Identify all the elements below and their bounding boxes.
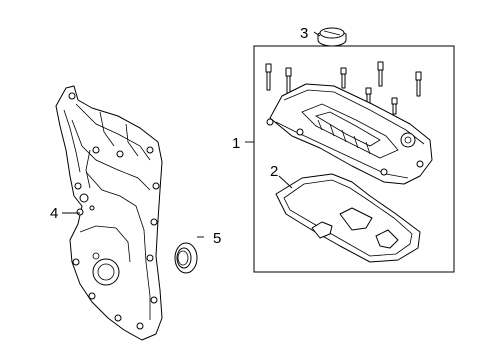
bolt-3 bbox=[340, 67, 347, 89]
valve-cover-gasket bbox=[275, 173, 421, 263]
callout-3: 3 bbox=[300, 25, 308, 42]
timing-cover bbox=[55, 85, 163, 341]
front-crankshaft-seal bbox=[174, 242, 198, 274]
oil-filler-cap bbox=[317, 27, 347, 47]
valve-cover-bolts bbox=[265, 61, 422, 115]
callout-5: 5 bbox=[213, 230, 221, 247]
bolt-1 bbox=[265, 63, 272, 91]
leader-2 bbox=[278, 175, 293, 189]
callout-2: 2 bbox=[270, 163, 278, 180]
bolt-2 bbox=[285, 67, 292, 95]
valve-cover-group-box bbox=[253, 45, 455, 273]
bolt-4 bbox=[377, 61, 384, 87]
bolt-7 bbox=[415, 71, 422, 97]
leader-3 bbox=[313, 31, 321, 37]
bolt-6 bbox=[391, 97, 398, 115]
callout-4: 4 bbox=[50, 205, 58, 222]
callout-1: 1 bbox=[232, 135, 240, 152]
leader-lines bbox=[62, 31, 321, 238]
valve-cover bbox=[266, 83, 433, 185]
